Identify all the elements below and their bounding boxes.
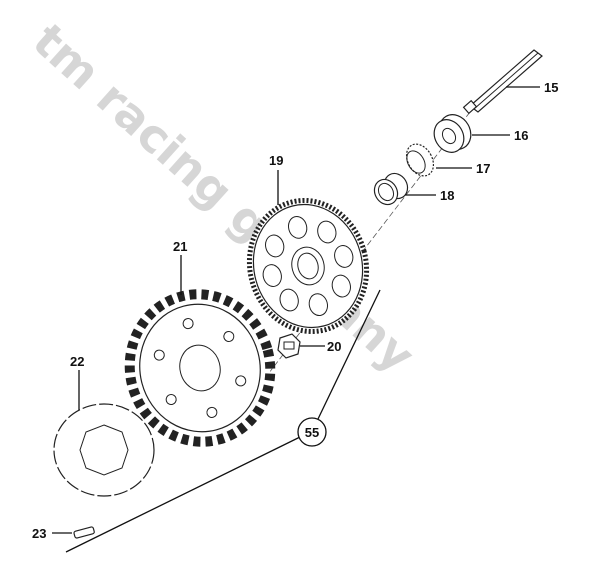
callout-18: 18	[440, 188, 454, 203]
bushing-part-18	[373, 172, 409, 206]
group-callout-circle	[297, 417, 327, 447]
callout-20: 20	[327, 339, 341, 354]
callout-15: 15	[544, 80, 558, 95]
clutch-basket-part-21	[124, 289, 276, 447]
callout-19: 19	[269, 153, 283, 168]
washer-part-16	[433, 114, 472, 153]
group-line-lower	[65, 436, 301, 553]
callout-21: 21	[173, 239, 187, 254]
needle-bearing-part-17	[405, 143, 435, 177]
callout-23: 23	[32, 526, 46, 541]
plate-part-22	[53, 403, 155, 497]
callout-55: 55	[305, 425, 319, 440]
gear-part-19	[246, 198, 370, 334]
callout-22: 22	[70, 354, 84, 369]
group-line-upper	[317, 289, 381, 420]
callout-17: 17	[476, 161, 490, 176]
shaft-part-15	[462, 49, 543, 115]
nut-part-20	[277, 333, 301, 359]
pin-part-23	[73, 526, 95, 539]
callout-16: 16	[514, 128, 528, 143]
